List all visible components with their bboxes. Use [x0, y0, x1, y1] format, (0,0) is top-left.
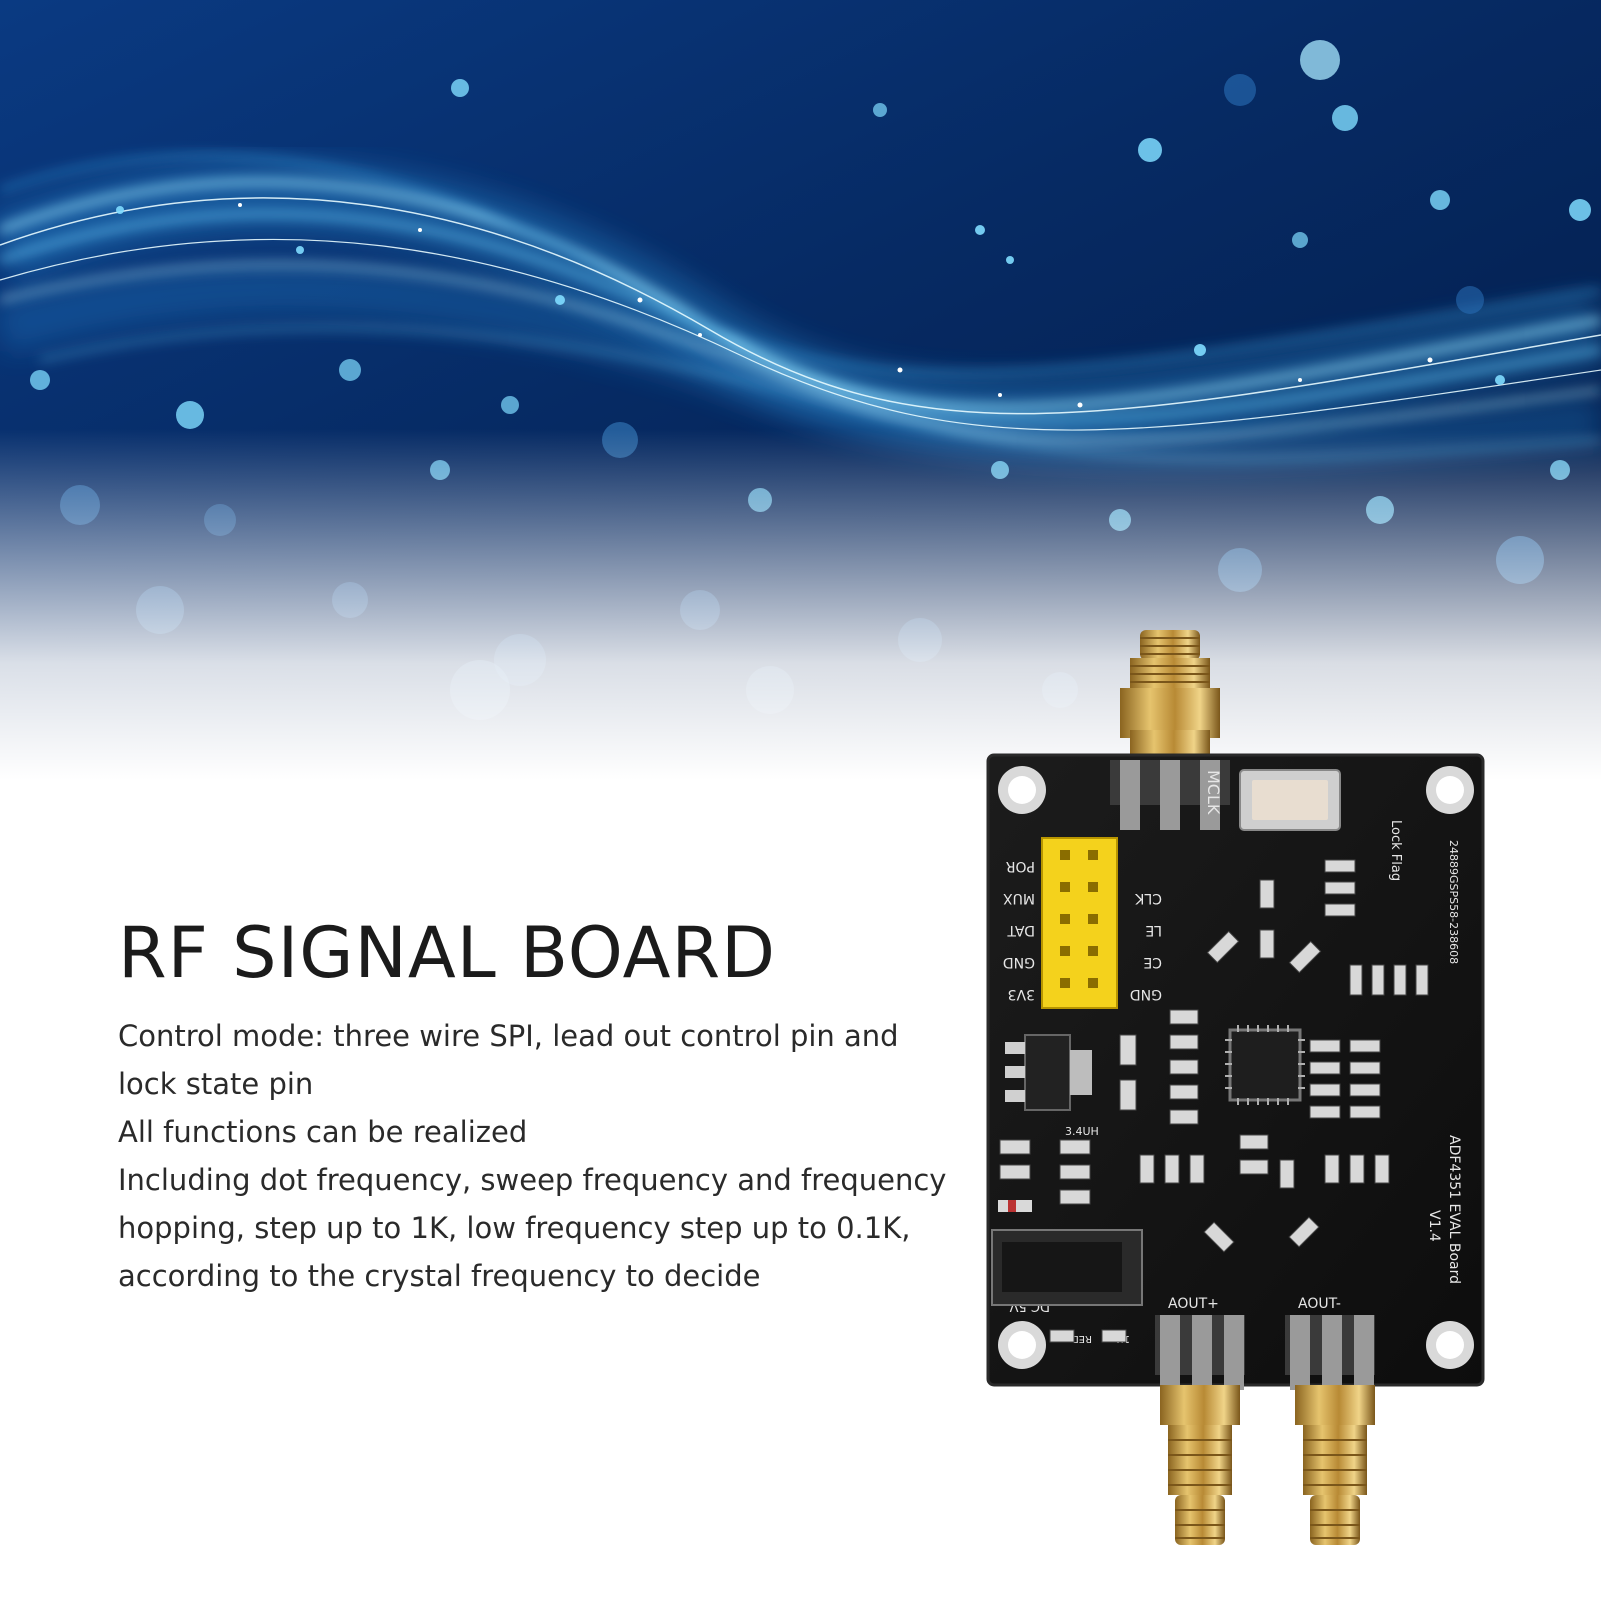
pin-header	[1041, 837, 1118, 1009]
silk-pin-label: CE	[1143, 954, 1162, 970]
silk-pin-label: DAT	[1007, 922, 1035, 938]
silk-inductor: 3.4UH	[1065, 1125, 1099, 1138]
rf-board-image: MCLK Lock Flag 24889GSPS58-238608 ADF435…	[980, 630, 1500, 1580]
silk-serial: 24889GSPS58-238608	[1447, 840, 1460, 964]
silk-pin-label: 3V3	[1008, 986, 1035, 1002]
silk-out-minus: AOUT-	[1298, 1296, 1341, 1312]
silk-out-plus: AOUT+	[1168, 1296, 1219, 1312]
silk-pin-label: GND	[1130, 986, 1162, 1002]
silk-lock-flag: Lock Flag	[1388, 820, 1403, 881]
sma-connector-out-minus	[1285, 1315, 1375, 1545]
hero-background	[0, 0, 1601, 780]
sma-connector-out-plus	[1155, 1315, 1245, 1545]
description-block: Control mode: three wire SPI, lead out c…	[118, 1012, 978, 1300]
hero-abstract-waves	[0, 0, 1601, 780]
mounting-holes	[998, 766, 1474, 1369]
silk-led: RED	[1071, 1333, 1092, 1344]
sma-connector-top	[1120, 630, 1220, 760]
description-line: according to the crystal frequency to de…	[118, 1259, 761, 1293]
description-line: lock state pin	[118, 1067, 314, 1101]
page-title: RF SIGNAL BOARD	[118, 912, 777, 994]
silk-pin-label: MUX	[1003, 890, 1035, 906]
pll-chip	[1225, 1025, 1305, 1105]
silk-pin-label: LE	[1145, 922, 1162, 938]
silk-version: V1.4	[1426, 1210, 1442, 1242]
rf-board-illustration: MCLK Lock Flag 24889GSPS58-238608 ADF435…	[986, 630, 1485, 1545]
silk-pin-label: GND	[1003, 954, 1035, 970]
description-line: hopping, step up to 1K, low frequency st…	[118, 1211, 911, 1245]
silk-pin-label: CLK	[1134, 890, 1162, 906]
description-line: All functions can be realized	[118, 1115, 528, 1149]
silk-board-name: ADF4351 EVAL Board	[1446, 1135, 1462, 1284]
silk-pin-label: POR	[1006, 858, 1035, 874]
description-line: Including dot frequency, sweep frequency…	[118, 1163, 947, 1197]
silk-mclk: MCLK	[1204, 770, 1223, 815]
description-line: Control mode: three wire SPI, lead out c…	[118, 1019, 899, 1053]
